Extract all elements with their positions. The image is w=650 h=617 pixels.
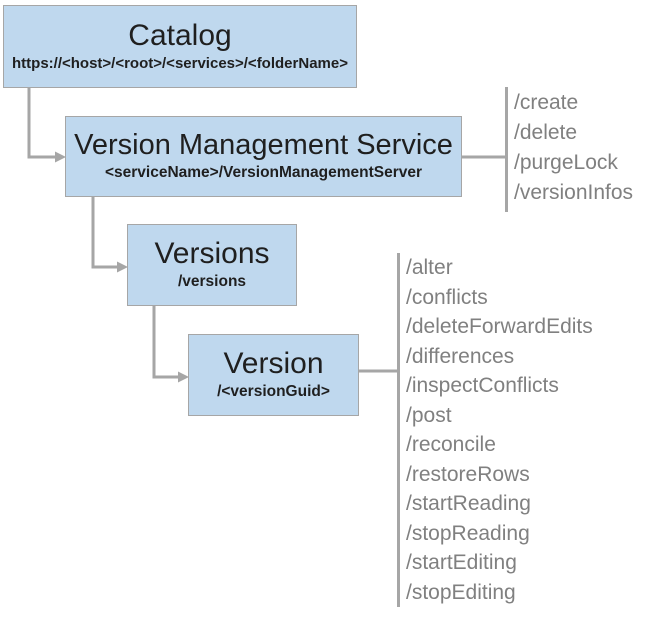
operation-item: /reconcile — [406, 433, 496, 456]
operation-item: /versionInfos — [514, 181, 634, 204]
operation-item: /startReading — [406, 492, 531, 515]
operation-item: /startEditing — [406, 551, 517, 574]
versions-node: Versions /versions — [127, 224, 297, 306]
connector-catalog-to-vms — [27, 87, 56, 159]
operation-item: /alter — [406, 256, 453, 279]
operation-item: /stopEditing — [406, 580, 516, 604]
catalog-node: Catalog https://<host>/<root>/<services>… — [3, 5, 357, 88]
version-management-service-url-pattern: <serviceName>/VersionManagementServer — [104, 163, 423, 181]
operation-item: /delete — [514, 121, 578, 144]
operation-item: /purgeLock — [514, 151, 618, 174]
version-management-service-node: Version Management Service <serviceName>… — [65, 116, 462, 197]
operation-item: /conflicts — [406, 285, 488, 309]
operation-item: /create — [514, 91, 579, 114]
connector-versions-to-version — [152, 306, 179, 379]
operation-item: /deleteForwardEdits — [406, 315, 593, 338]
version-node: Version /<versionGuid> — [188, 334, 359, 416]
version-management-service-title: Version Management Service — [74, 129, 453, 162]
catalog-title: Catalog — [128, 19, 232, 53]
version-operations-list: /alter /conflicts /deleteForwardEdits /d… — [406, 253, 593, 607]
operation-item: /differences — [406, 344, 515, 368]
catalog-url-pattern: https://<host>/<root>/<services>/<folder… — [12, 54, 348, 72]
operation-item: /inspectConflicts — [406, 374, 559, 397]
versions-url-pattern: /versions — [177, 272, 247, 290]
version-title: Version — [223, 347, 324, 381]
vms-operations-list: /create /delete /purgeLock /versionInfos — [514, 88, 633, 208]
operation-item: /restoreRows — [406, 462, 530, 486]
version-url-pattern: /<versionGuid> — [217, 382, 330, 400]
connector-vms-to-versions — [91, 197, 118, 269]
operation-item: /stopReading — [406, 521, 530, 545]
versions-title: Versions — [154, 237, 270, 271]
operation-item: /post — [406, 403, 452, 427]
